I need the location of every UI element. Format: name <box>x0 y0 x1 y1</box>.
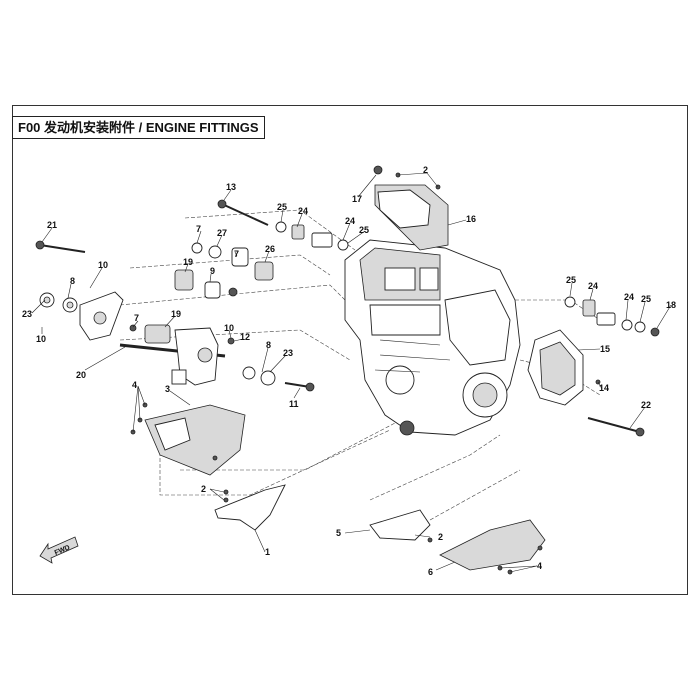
callout-25: 25 <box>277 202 287 212</box>
callout-17: 17 <box>352 194 362 204</box>
callout-7: 7 <box>234 249 239 259</box>
callout-7: 7 <box>196 224 201 234</box>
callout-2: 2 <box>201 484 206 494</box>
callout-12: 12 <box>240 332 250 342</box>
callout-2: 2 <box>423 165 428 175</box>
callout-numbers: 1 2 2 2 3 4 4 5 6 7 7 7 8 8 9 10 10 10 1… <box>22 165 676 577</box>
callout-7: 7 <box>134 313 139 323</box>
callout-16: 16 <box>466 214 476 224</box>
callout-24: 24 <box>624 292 634 302</box>
callout-25: 25 <box>641 294 651 304</box>
callout-23: 23 <box>283 348 293 358</box>
callout-10: 10 <box>98 260 108 270</box>
heat-shield-part-16 <box>374 184 449 251</box>
callout-19: 19 <box>183 257 193 267</box>
lower-brackets <box>130 379 601 575</box>
callout-25: 25 <box>359 225 369 235</box>
callout-4: 4 <box>132 380 137 390</box>
callout-2: 2 <box>438 532 443 542</box>
callout-26: 26 <box>265 244 275 254</box>
callout-9: 9 <box>210 266 215 276</box>
callout-10: 10 <box>36 334 46 344</box>
mounts-and-washers <box>39 165 660 386</box>
page-title: F00 发动机安装附件 / ENGINE FITTINGS <box>12 116 265 139</box>
callout-19: 19 <box>171 309 181 319</box>
callout-24: 24 <box>588 281 598 291</box>
callout-10: 10 <box>224 323 234 333</box>
callout-14: 14 <box>599 383 609 393</box>
engine-assembly <box>344 239 521 436</box>
callout-21: 21 <box>47 220 57 230</box>
callout-8: 8 <box>70 276 75 286</box>
callout-23: 23 <box>22 309 32 319</box>
leader-lines <box>31 172 672 573</box>
callout-24: 24 <box>345 216 355 226</box>
callout-11: 11 <box>289 399 299 409</box>
callout-24: 24 <box>298 206 308 216</box>
drawing-frame <box>12 105 688 595</box>
callout-22: 22 <box>641 400 651 410</box>
callout-8: 8 <box>266 340 271 350</box>
callout-15: 15 <box>600 344 610 354</box>
callout-27: 27 <box>217 228 227 238</box>
callout-18: 18 <box>666 300 676 310</box>
forward-direction-arrow: FWD <box>39 536 79 564</box>
callout-3: 3 <box>165 384 170 394</box>
cover-part-15 <box>527 329 584 406</box>
callout-20: 20 <box>76 370 86 380</box>
callout-6: 6 <box>428 567 433 577</box>
callout-5: 5 <box>336 528 341 538</box>
callout-1: 1 <box>265 547 270 557</box>
callout-4: 4 <box>537 561 542 571</box>
callout-13: 13 <box>226 182 236 192</box>
callout-25: 25 <box>566 275 576 285</box>
